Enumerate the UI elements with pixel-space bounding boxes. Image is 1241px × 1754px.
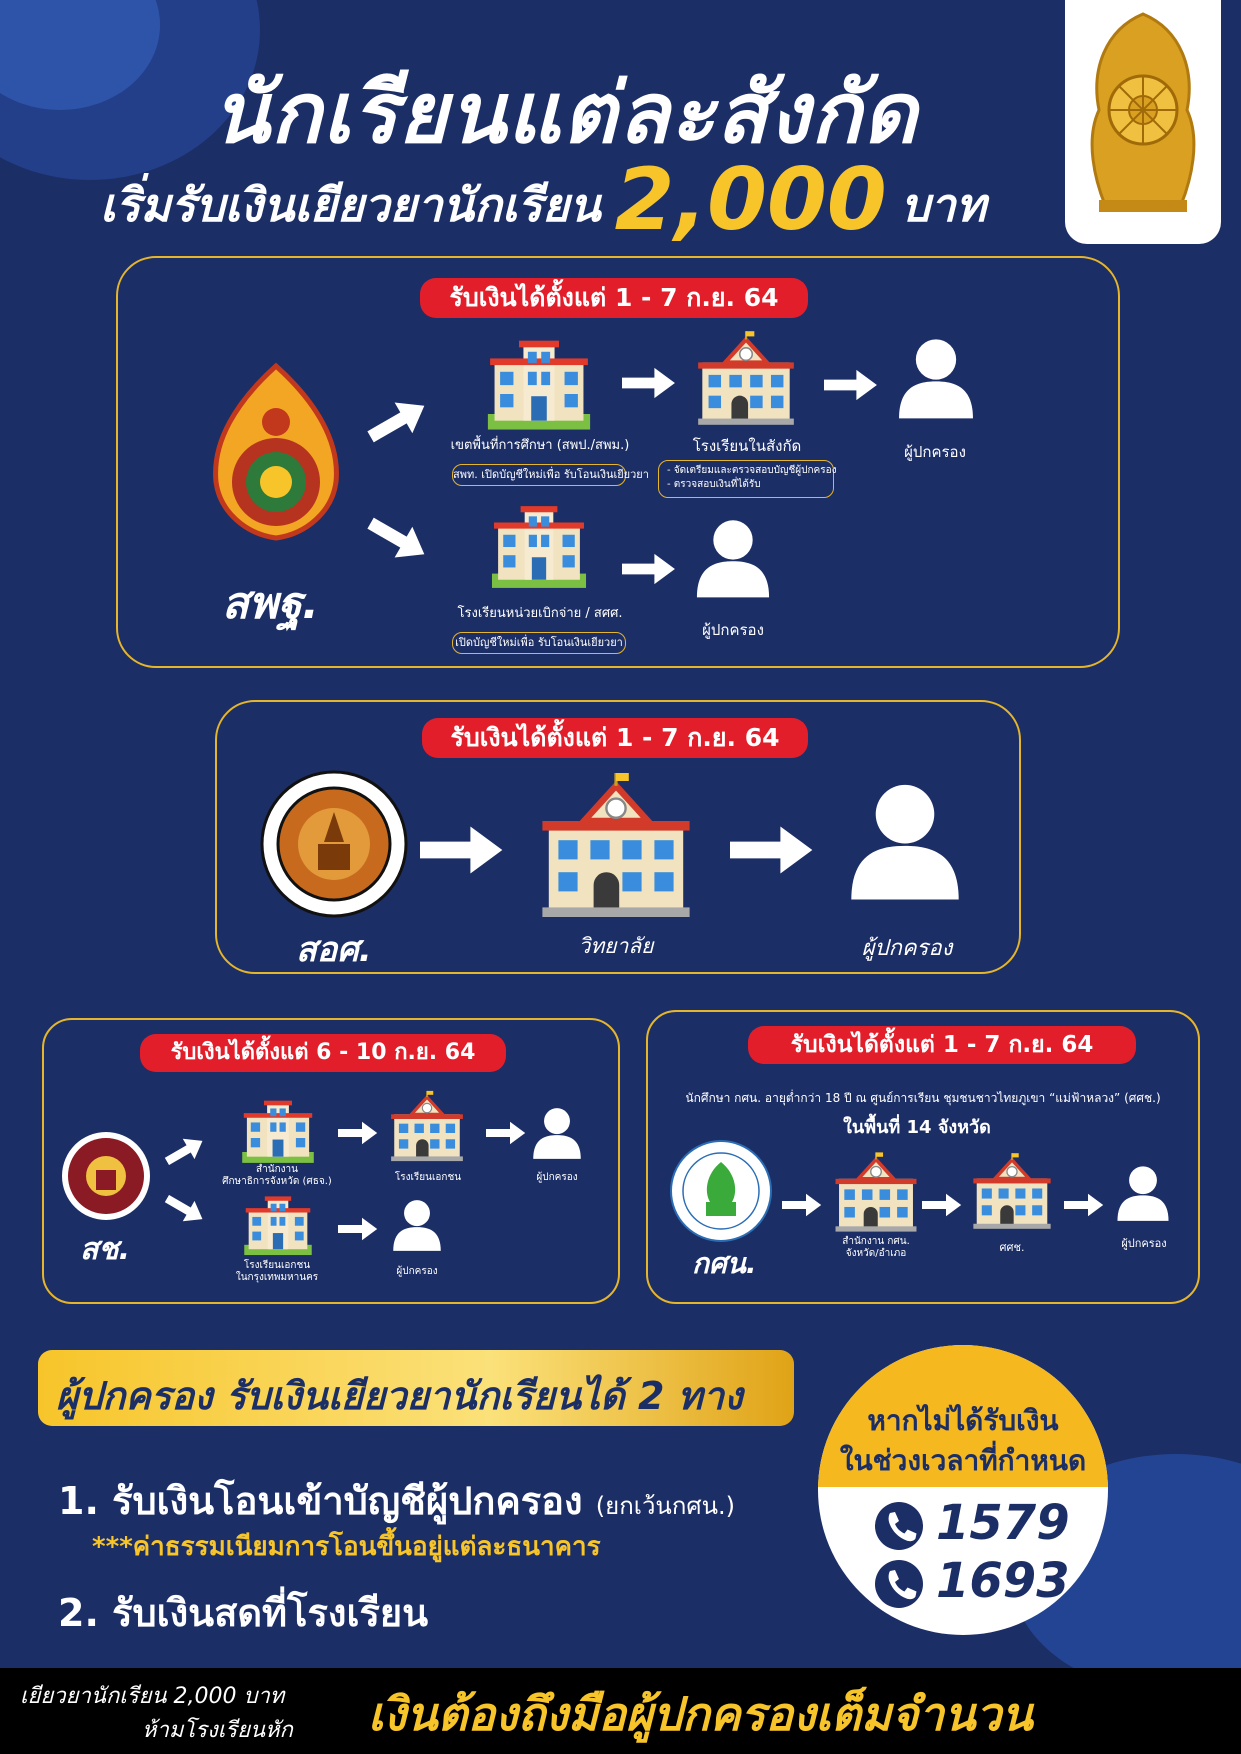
school-building-icon bbox=[970, 1152, 1054, 1230]
school-note-line2: - ตรวจสอบเงินที่ได้รับ bbox=[667, 479, 761, 490]
hotline-badge: หากไม่ได้รับเงิน ในช่วงเวลาที่กำหนด 1579… bbox=[818, 1345, 1108, 1635]
office-label-line2: ศึกษาธิการจังหวัด (ศธจ.) bbox=[222, 1176, 332, 1187]
bkk-school-line1: โรงเรียนเอกชน bbox=[243, 1260, 311, 1271]
parent-icon bbox=[530, 1102, 584, 1164]
subtitle-pre: เริ่มรับเงินเยียวยานักเรียน bbox=[100, 178, 601, 232]
arrow-icon bbox=[922, 1192, 962, 1218]
arrow-icon bbox=[1064, 1192, 1104, 1218]
nfe-office-line1: สำนักงาน กศน. bbox=[842, 1236, 910, 1247]
office-building-icon bbox=[480, 334, 598, 434]
section-obec bbox=[116, 256, 1120, 668]
way-item-1-note: (ยกเว้นกศน.) bbox=[595, 1492, 736, 1520]
parent-icon bbox=[692, 512, 774, 604]
section-opec bbox=[42, 1018, 620, 1304]
arrow-icon bbox=[420, 822, 504, 878]
parent-label: ผู้ปกครอง bbox=[396, 1266, 438, 1277]
school-label: โรงเรียนในสังกัด bbox=[692, 437, 802, 455]
school-building-icon bbox=[832, 1152, 920, 1232]
arrow-icon bbox=[730, 822, 814, 878]
subtitle-amount: 2,000 bbox=[614, 150, 887, 250]
section-ovec bbox=[215, 700, 1021, 974]
parent-label: ผู้ปกครอง bbox=[1121, 1237, 1167, 1250]
office-building-icon bbox=[236, 1096, 320, 1166]
parent-label: ผู้ปกครอง bbox=[536, 1172, 578, 1183]
date-pill-obec: รับเงินได้ตั้งแต่ 1 - 7 ก.ย. 64 bbox=[420, 278, 808, 318]
subtitle-post: บาท bbox=[900, 178, 987, 232]
opec-logo bbox=[60, 1130, 152, 1222]
school-note: - จัดเตรียมและตรวจสอบบัญชีผู้ปกครอง - ตร… bbox=[658, 460, 837, 498]
hotline-number-2[interactable]: 1693 bbox=[936, 1553, 1070, 1609]
footer-left-line1: เยียวยานักเรียน 2,000 บาท bbox=[20, 1684, 285, 1709]
college-building-icon bbox=[536, 772, 696, 918]
date-pill-opec: รับเงินได้ตั้งแต่ 6 - 10 ก.ย. 64 bbox=[140, 1034, 506, 1072]
nfe-logo bbox=[670, 1140, 772, 1242]
parent-label: ผู้ปกครอง bbox=[904, 443, 966, 461]
nfe-area: ในพื้นที่ 14 จังหวัด bbox=[843, 1117, 991, 1138]
disbursing-school-label: โรงเรียนหน่วยเบิกจ่าย / สศศ. bbox=[457, 606, 623, 621]
agency-ovec: สอศ. bbox=[296, 930, 372, 970]
section-nfe bbox=[646, 1010, 1200, 1304]
parent-icon bbox=[894, 330, 978, 426]
obec-logo bbox=[206, 362, 346, 542]
office-label: สำนักงาน ศึกษาธิการจังหวัด (ศธจ.) bbox=[212, 1164, 342, 1188]
hotline-number-1[interactable]: 1579 bbox=[936, 1495, 1070, 1551]
agency-opec: สช. bbox=[80, 1232, 131, 1267]
parent-label: ผู้ปกครอง bbox=[861, 936, 953, 961]
private-school-label: โรงเรียนเอกชน bbox=[394, 1172, 462, 1183]
area-office-note: สพท. เปิดบัญชีใหม่เพื่อ รับโอนเงินเยียวย… bbox=[452, 464, 649, 486]
phone-icon bbox=[874, 1501, 924, 1551]
way-item-1-text: 1. รับเงินโอนเข้าบัญชีผู้ปกครอง bbox=[58, 1479, 583, 1523]
nfe-description: นักศึกษา กศน. อายุต่ำกว่า 18 ปี ณ ศูนย์ก… bbox=[685, 1091, 1161, 1105]
arrow-icon bbox=[824, 368, 878, 402]
ministry-crest bbox=[1065, 0, 1221, 244]
footer-slogan: เงินต้องถึงมือผู้ปกครองเต็มจำนวน bbox=[368, 1687, 1033, 1741]
page-title: นักเรียนแต่ละสังกัด bbox=[212, 64, 918, 162]
school-note-line1: - จัดเตรียมและตรวจสอบบัญชีผู้ปกครอง bbox=[667, 465, 837, 476]
parent-icon bbox=[390, 1194, 444, 1256]
nfe-office-line2: จังหวัด/อำเภอ bbox=[845, 1248, 907, 1259]
arrow-icon bbox=[486, 1120, 526, 1146]
date-pill-ovec: รับเงินได้ตั้งแต่ 1 - 7 ก.ย. 64 bbox=[422, 718, 808, 758]
ways-banner: ผู้ปกครอง รับเงินเยียวยานักเรียนได้ 2 ทา… bbox=[38, 1350, 794, 1426]
parent-label: ผู้ปกครอง bbox=[702, 621, 764, 639]
college-label: วิทยาลัย bbox=[578, 934, 654, 958]
hotline-heading: หากไม่ได้รับเงิน ในช่วงเวลาที่กำหนด bbox=[818, 1345, 1108, 1487]
ovec-logo bbox=[260, 770, 408, 918]
office-building-icon bbox=[480, 500, 598, 592]
bkk-school-label: โรงเรียนเอกชน ในกรุงเทพมหานคร bbox=[212, 1260, 342, 1284]
way-item-1: 1. รับเงินโอนเข้าบัญชีผู้ปกครอง (ยกเว้นก… bbox=[58, 1470, 735, 1531]
arrow-icon bbox=[338, 1120, 378, 1146]
hotline-line2: ในช่วงเวลาที่กำหนด bbox=[839, 1444, 1087, 1477]
way-item-2: 2. รับเงินสดที่โรงเรียน bbox=[58, 1591, 429, 1635]
nfe-office-label: สำนักงาน กศน. จังหวัด/อำเภอ bbox=[816, 1236, 936, 1260]
school-building-icon bbox=[694, 330, 798, 426]
arrow-icon bbox=[622, 366, 676, 400]
area-office-label: เขตพื้นที่การศึกษา (สพป./สพม.) bbox=[450, 438, 630, 453]
phone-icon bbox=[874, 1559, 924, 1609]
date-pill-nfe: รับเงินได้ตั้งแต่ 1 - 7 ก.ย. 64 bbox=[748, 1026, 1136, 1064]
parent-icon bbox=[1114, 1160, 1172, 1226]
fee-note: ***ค่าธรรมเนียมการโอนขึ้นอยู่แต่ละธนาคาร bbox=[92, 1532, 601, 1562]
arrow-icon bbox=[782, 1192, 822, 1218]
bkk-school-line2: ในกรุงเทพมหานคร bbox=[235, 1272, 319, 1283]
office-building-icon bbox=[236, 1192, 320, 1258]
arrow-icon bbox=[338, 1216, 378, 1242]
office-label-line1: สำนักงาน bbox=[256, 1164, 298, 1175]
disbursing-note: เปิดบัญชีใหม่เพื่อ รับโอนเงินเยียวยา bbox=[452, 632, 626, 654]
parent-icon bbox=[844, 772, 966, 910]
nfe-center-label: ศศช. bbox=[999, 1241, 1025, 1254]
school-building-icon bbox=[388, 1090, 466, 1162]
hotline-line1: หากไม่ได้รับเงิน bbox=[867, 1404, 1059, 1437]
agency-nfe: กศน. bbox=[692, 1247, 757, 1280]
agency-obec: สพฐ. bbox=[222, 578, 319, 629]
footer-bar: เยียวยานักเรียน 2,000 บาท ห้ามโรงเรียนหั… bbox=[0, 1668, 1241, 1754]
footer-left-line2: ห้ามโรงเรียนหัก bbox=[142, 1718, 293, 1743]
arrow-icon bbox=[622, 552, 676, 586]
